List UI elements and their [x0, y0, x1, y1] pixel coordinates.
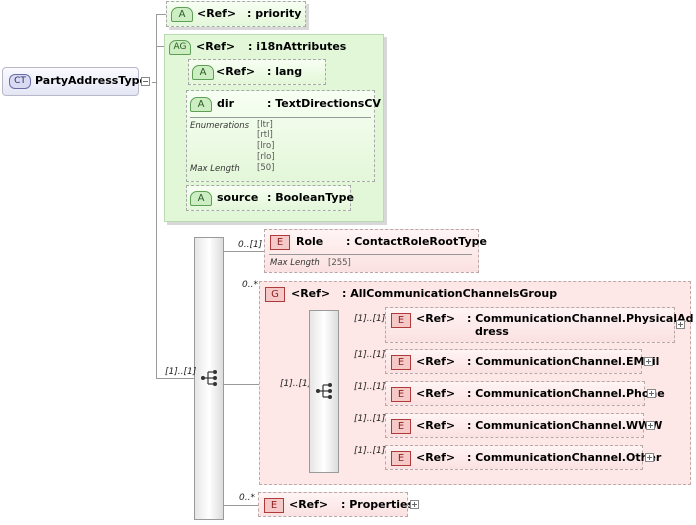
sequence-icon [316, 383, 332, 399]
ref-label: <Ref> [197, 7, 237, 20]
ref-label: <Ref> [416, 419, 456, 432]
element-email[interactable]: E <Ref> : CommunicationChannel.EMail [385, 349, 659, 374]
properties-cardinality: 0..* [239, 493, 255, 503]
group-badge: G [265, 287, 285, 302]
element-badge: E [264, 498, 284, 513]
enum-value: [ltr] [257, 120, 273, 130]
expand-icon[interactable] [646, 421, 655, 430]
attribute-source[interactable]: A source : BooleanType [186, 185, 354, 211]
channel-cardinality: [1]..[1] [354, 414, 386, 424]
seq-to-role [224, 251, 264, 252]
attribute-lang[interactable]: A <Ref> : lang [188, 59, 326, 85]
ref-label: <Ref> [216, 65, 256, 78]
element-badge: E [270, 235, 290, 250]
element-type: : ContactRoleRootType [346, 235, 487, 248]
root-complex-type[interactable]: CT PartyAddressType [2, 67, 147, 96]
attribute-type: : priority [247, 7, 302, 20]
element-type-continued: dress [475, 325, 509, 338]
attribute-group-type: : i18nAttributes [248, 40, 347, 53]
enum-value: [rlo] [257, 152, 275, 162]
ref-label: <Ref> [416, 312, 456, 325]
element-badge: E [391, 387, 411, 402]
ref-label: <Ref> [416, 387, 456, 400]
attribute-name: source [217, 191, 259, 204]
attribute-badge: A [190, 191, 212, 206]
ref-label: <Ref> [196, 40, 236, 53]
max-length-label: Max Length [190, 164, 240, 174]
sequence-cardinality: [1]..[1] [165, 367, 197, 377]
max-length-value: [255] [328, 258, 351, 268]
branch-i18n [156, 46, 166, 47]
branch-sequence [156, 378, 194, 379]
root-type-name: PartyAddressType [35, 74, 147, 87]
enumerations-label: Enumerations [190, 121, 250, 131]
max-length-label: Max Length [270, 258, 320, 268]
ref-label: <Ref> [416, 451, 456, 464]
channel-cardinality: [1]..[1] [354, 446, 386, 456]
element-type: : CommunicationChannel.EMail [467, 355, 660, 368]
expand-icon[interactable] [647, 389, 656, 398]
group-cardinality: 0..* [242, 280, 258, 290]
ct-badge: CT [9, 74, 31, 89]
attribute-type: : TextDirectionsCV [267, 97, 381, 110]
enum-value: [rtl] [257, 130, 273, 140]
attribute-badge: A [171, 7, 193, 22]
expand-icon[interactable] [410, 500, 419, 509]
expand-icon[interactable] [644, 357, 653, 366]
attribute-badge: A [192, 65, 214, 80]
trunk-vertical [156, 14, 157, 378]
sequence-icon [201, 370, 217, 386]
element-name: Role [296, 235, 324, 248]
root-connector [152, 82, 157, 83]
element-properties[interactable]: E <Ref> : Properties [258, 492, 414, 517]
channel-cardinality: [1]..[1] [354, 382, 386, 392]
inner-sequence-cardinality: [1]..[1] [280, 379, 312, 389]
attribute-group-badge: AG [169, 40, 191, 55]
enum-value: [lro] [257, 141, 275, 151]
branch-priority [156, 14, 166, 15]
element-type: : CommunicationChannel.PhysicalAd [467, 312, 694, 325]
element-type: : CommunicationChannel.Other [467, 451, 662, 464]
element-physical-address[interactable]: E <Ref> : CommunicationChannel.PhysicalA… [385, 307, 693, 343]
divider [190, 117, 371, 118]
divider [269, 254, 472, 255]
collapse-icon[interactable] [141, 77, 150, 86]
max-length-value: [50] [257, 163, 275, 173]
ref-label: <Ref> [289, 498, 329, 511]
ref-label: <Ref> [416, 355, 456, 368]
element-type: : CommunicationChannel.WWW [467, 419, 663, 432]
element-badge: E [391, 355, 411, 370]
attribute-priority[interactable]: A <Ref> : priority [166, 1, 306, 27]
expand-icon[interactable] [676, 320, 685, 329]
element-type: : Properties [341, 498, 415, 511]
element-other[interactable]: E <Ref> : CommunicationChannel.Other [385, 445, 661, 470]
element-www[interactable]: E <Ref> : CommunicationChannel.WWW [385, 413, 662, 438]
element-type: : CommunicationChannel.Phone [467, 387, 665, 400]
element-badge: E [391, 451, 411, 466]
attribute-type: : lang [267, 65, 303, 78]
expand-icon[interactable] [645, 453, 654, 462]
element-phone[interactable]: E <Ref> : CommunicationChannel.Phone [385, 381, 665, 406]
attribute-type: : BooleanType [267, 191, 354, 204]
channel-cardinality: [1]..[1] [354, 314, 386, 324]
seq-to-properties [224, 505, 258, 506]
attribute-dir[interactable]: A dir : TextDirectionsCV Enumerations [l… [186, 90, 381, 182]
group-type: : AllCommunicationChannelsGroup [342, 287, 558, 300]
attribute-name: dir [217, 97, 235, 110]
role-cardinality: 0..[1] [238, 240, 263, 250]
channel-cardinality: [1]..[1] [354, 350, 386, 360]
attribute-badge: A [190, 97, 212, 112]
element-role[interactable]: E Role : ContactRoleRootType Max Length … [264, 229, 487, 273]
seq-to-group [224, 384, 260, 385]
element-badge: E [391, 419, 411, 434]
ref-label: <Ref> [291, 287, 331, 300]
element-badge: E [391, 313, 411, 328]
